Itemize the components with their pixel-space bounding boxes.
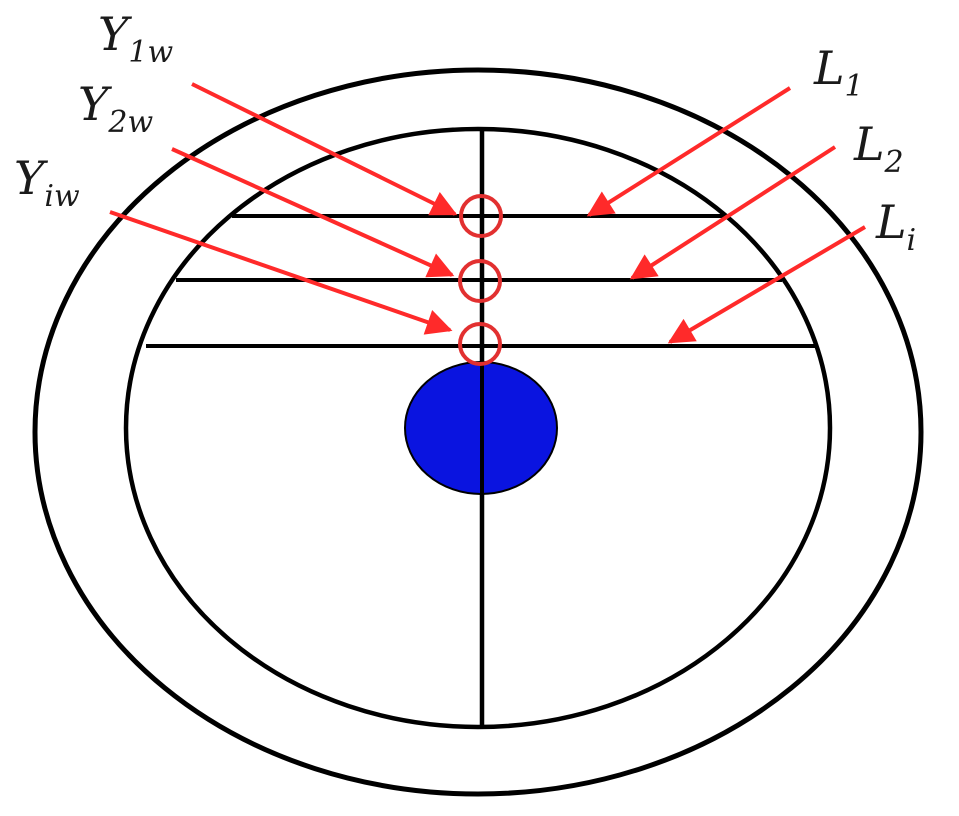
label-l2: L2	[853, 117, 904, 180]
inner-ellipse	[123, 126, 833, 730]
label-yiw: Yiw	[14, 151, 80, 214]
label-li: Li	[875, 195, 916, 258]
label-y2w: Y2w	[78, 77, 153, 140]
arrow-li	[667, 225, 867, 344]
arrow-y1w	[191, 82, 458, 216]
label-l1: L1	[813, 41, 864, 104]
marker-circle-yiw	[458, 322, 502, 366]
arrow-l1	[586, 86, 792, 217]
arrow-yiw	[109, 210, 453, 335]
arrow-l2	[629, 145, 837, 280]
arrow-y2w	[171, 147, 455, 278]
marker-circle-y2w	[458, 259, 502, 303]
outer-ellipse	[32, 67, 924, 797]
label-y1w: Y1w	[98, 7, 173, 70]
marker-circle-y1w	[459, 194, 503, 238]
